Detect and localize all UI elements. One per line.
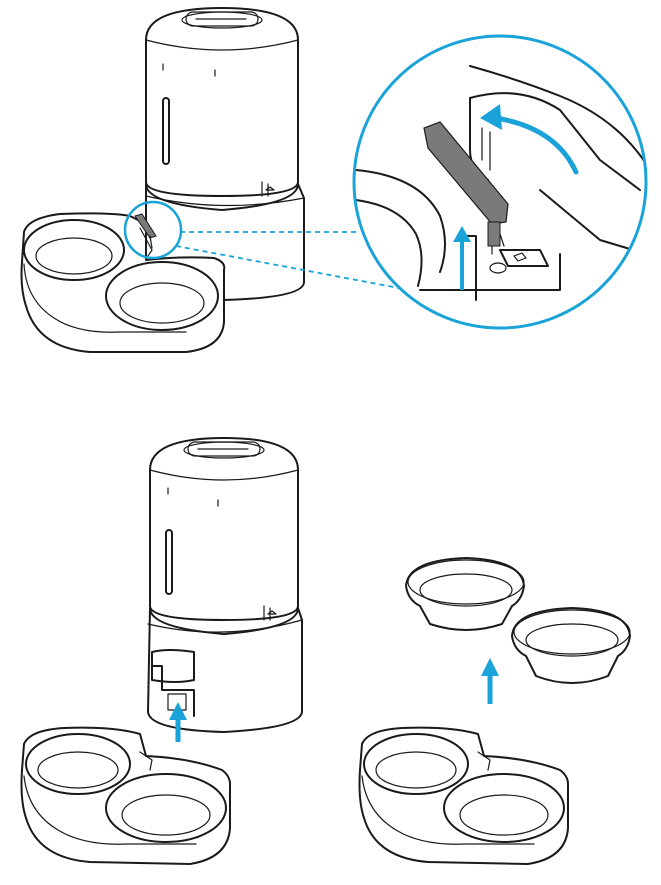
arrow-up-icon	[481, 658, 499, 704]
panel-remove-tray	[20, 437, 303, 865]
bowl-left	[405, 557, 525, 631]
arrow-up-icon	[453, 226, 471, 290]
feeder-hopper	[149, 437, 299, 621]
bowl-tray	[20, 726, 231, 865]
bowl-tray-empty	[358, 726, 569, 865]
latch-detail-magnifier	[352, 34, 648, 330]
bowl-tray	[20, 212, 226, 353]
panel-unlock-latch	[20, 7, 648, 353]
latch-highlight-circle	[123, 200, 183, 260]
feeder-base	[147, 607, 303, 733]
arrow-up-icon	[169, 702, 187, 742]
bowl-right	[511, 607, 631, 684]
curved-arrow-icon	[480, 104, 579, 175]
panel-lift-bowls	[358, 557, 631, 865]
feeder-hopper	[145, 7, 299, 197]
latch-lever	[423, 121, 509, 225]
